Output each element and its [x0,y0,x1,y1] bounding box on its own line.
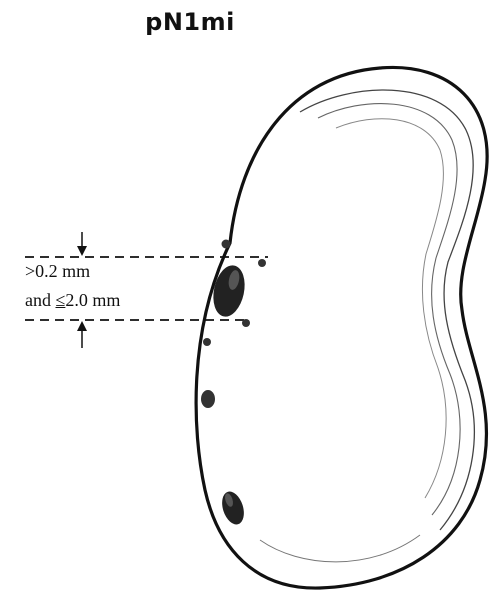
tumor-cell-dot [258,259,266,267]
measurement-label-prefix: and [25,290,56,310]
tumor-cell-dot [203,338,211,346]
less-than-or-equal-symbol: ≤ [56,290,66,310]
measurement-label-lower-bound: >0.2 mm [25,262,90,280]
tumor-cell-dot [242,319,250,327]
arrow-up-icon [77,321,87,348]
measurement-label-upper-bound: and ≤2.0 mm [25,291,120,309]
tumor-cell-dot [222,240,231,249]
small-deposit [201,390,215,408]
measurement-label-value: 2.0 mm [65,290,120,310]
arrow-down-icon [77,232,87,256]
